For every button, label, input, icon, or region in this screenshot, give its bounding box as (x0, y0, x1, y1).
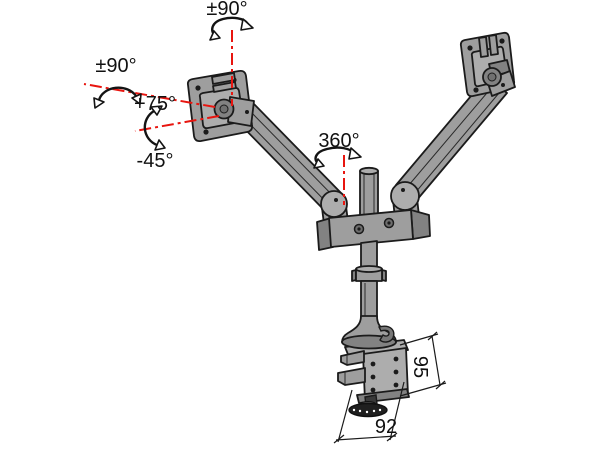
dimension-lines (333, 331, 447, 444)
center-pole-top (359, 166, 379, 220)
right-vesa-plate (459, 31, 516, 98)
clamp-height-dimension-label: 95 (409, 356, 431, 378)
base-rotation-arrow (314, 146, 357, 167)
tilt-down-label: -45° (137, 150, 174, 172)
right-ball-joint-clamp (486, 70, 516, 97)
tilt-axis-line (134, 115, 220, 132)
cable-clip (377, 325, 395, 343)
trumpet-base (341, 315, 397, 350)
clamp-upper-jaw (340, 350, 365, 366)
swivel-angle-label: ±90° (95, 55, 136, 77)
angle-labels: ±90° ±90° +75° -45° 360° 95 92 (95, 0, 431, 438)
rotation-axis-lines (83, 30, 345, 205)
base-rotation-label: 360° (318, 130, 359, 152)
tilt-arrow (143, 109, 159, 147)
clamp-width-dimension-label: 92 (375, 416, 397, 438)
left-vesa-plate (186, 69, 255, 143)
clamp-knob (348, 401, 388, 418)
pan-angle-label: ±90° (206, 0, 247, 20)
pole-clamp-bracket (316, 209, 431, 251)
clamp-lower-jaw (337, 367, 366, 386)
rotation-arrows (93, 16, 362, 169)
desk-clamp (337, 347, 410, 418)
swivel-arrow (97, 86, 138, 102)
center-pole-bottom (351, 240, 387, 319)
swivel-axis-line (83, 83, 216, 108)
tilt-up-label: +75° (134, 93, 176, 115)
